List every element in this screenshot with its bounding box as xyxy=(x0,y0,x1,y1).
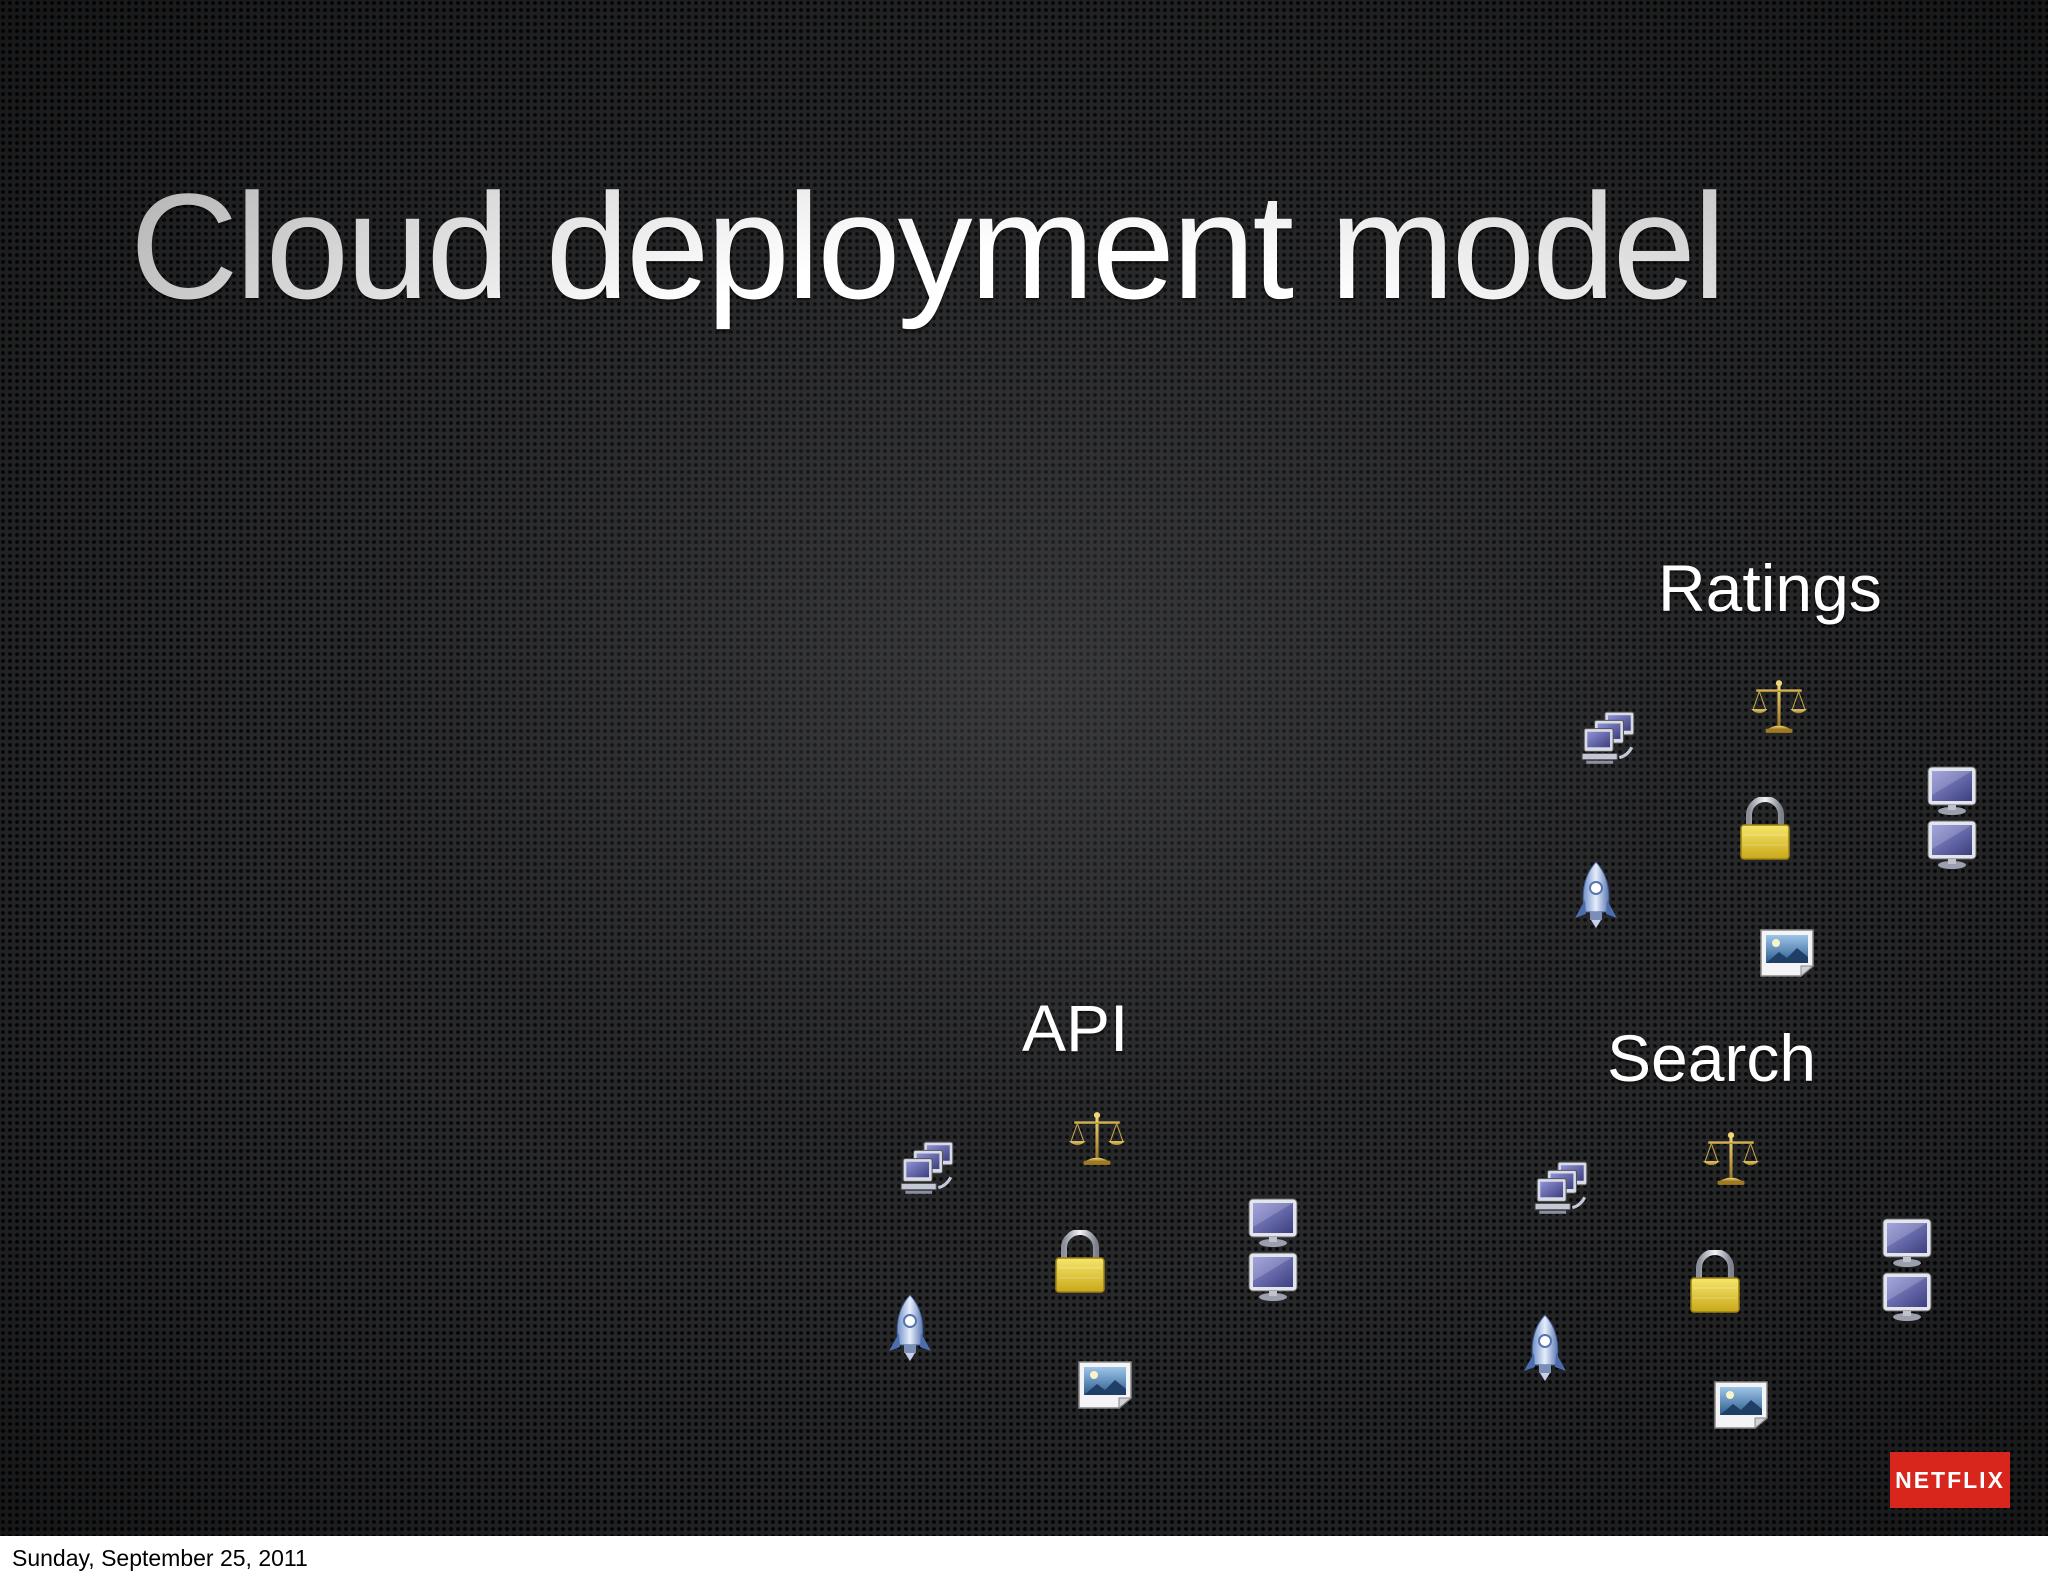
slide-canvas: Cloud deployment model Ratings API Searc… xyxy=(0,0,2048,1536)
cluster-api: API xyxy=(885,990,1385,1410)
cluster-label-api: API xyxy=(1022,991,1129,1065)
image-file-icon xyxy=(1075,1358,1135,1410)
lock-icon xyxy=(1735,797,1795,863)
servers-icon xyxy=(897,1138,959,1200)
lock-icon xyxy=(1050,1230,1110,1296)
lock-icon xyxy=(1685,1250,1745,1316)
rocket-icon xyxy=(885,1293,935,1363)
netflix-logo-text: NETFLIX xyxy=(1895,1467,2005,1493)
rocket-icon xyxy=(1571,860,1621,930)
image-file-icon xyxy=(1711,1378,1771,1430)
image-file-icon xyxy=(1757,926,1817,978)
servers-icon xyxy=(1578,708,1640,770)
footer-date: Sunday, September 25, 2011 xyxy=(12,1545,308,1571)
cluster-label-ratings: Ratings xyxy=(1658,551,1882,625)
monitors-icon xyxy=(1243,1197,1303,1307)
scales-icon xyxy=(1748,676,1810,738)
monitors-icon xyxy=(1877,1217,1937,1327)
cluster-search: Search xyxy=(1520,1020,2020,1440)
cluster-ratings: Ratings xyxy=(1565,550,2048,970)
scales-icon xyxy=(1700,1128,1762,1190)
netflix-logo: NETFLIX xyxy=(1890,1452,2010,1508)
footer-bar: Sunday, September 25, 2011 xyxy=(0,1536,2048,1576)
cluster-label-search: Search xyxy=(1607,1021,1817,1095)
monitors-icon xyxy=(1922,765,1982,875)
scales-icon xyxy=(1066,1108,1128,1170)
slide-title: Cloud deployment model xyxy=(130,162,1726,330)
netflix-logo-background xyxy=(1890,1452,2010,1508)
rocket-icon xyxy=(1520,1313,1570,1383)
servers-icon xyxy=(1531,1158,1593,1220)
